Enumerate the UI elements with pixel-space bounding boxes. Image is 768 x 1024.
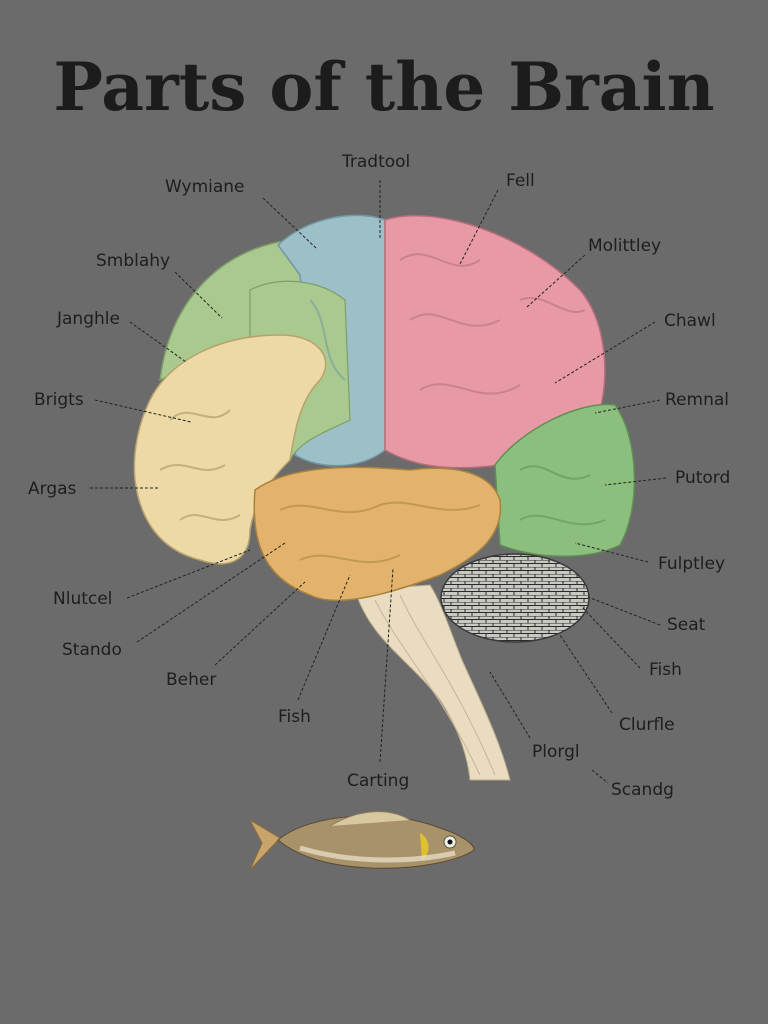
label-chawl: Chawl xyxy=(664,311,716,331)
label-brigts: Brigts xyxy=(34,390,84,410)
label-janghle: Janghle xyxy=(57,309,120,329)
diagram-title: Parts of the Brain xyxy=(53,48,715,126)
cerebellum xyxy=(440,553,590,643)
label-plorgl: Plorgl xyxy=(532,742,580,762)
label-fish-right: Fish xyxy=(649,660,682,680)
label-seat: Seat xyxy=(667,615,706,635)
label-remnal: Remnal xyxy=(665,390,729,410)
label-argas: Argas xyxy=(28,479,77,499)
label-nlutcel: Nlutcel xyxy=(53,589,113,609)
label-wymiane: Wymiane xyxy=(165,177,245,197)
label-putord: Putord xyxy=(675,468,731,488)
leader-lines xyxy=(90,180,667,784)
label-fell: Fell xyxy=(506,171,535,191)
label-carting: Carting xyxy=(347,771,410,791)
label-scandg: Scandg xyxy=(611,780,674,800)
label-beher: Beher xyxy=(166,670,217,690)
label-fulptley: Fulptley xyxy=(658,554,726,574)
label-tradtool: Tradtool xyxy=(342,152,411,172)
label-stando: Stando xyxy=(62,640,122,660)
brain-lobes xyxy=(133,214,636,602)
label-smblahy: Smblahy xyxy=(96,251,171,271)
label-fish-left: Fish xyxy=(278,707,311,727)
brainstem xyxy=(354,584,511,781)
label-molittley: Molittley xyxy=(588,236,662,256)
label-clurfle: Clurfle xyxy=(619,715,675,735)
fish-illustration xyxy=(248,811,475,871)
